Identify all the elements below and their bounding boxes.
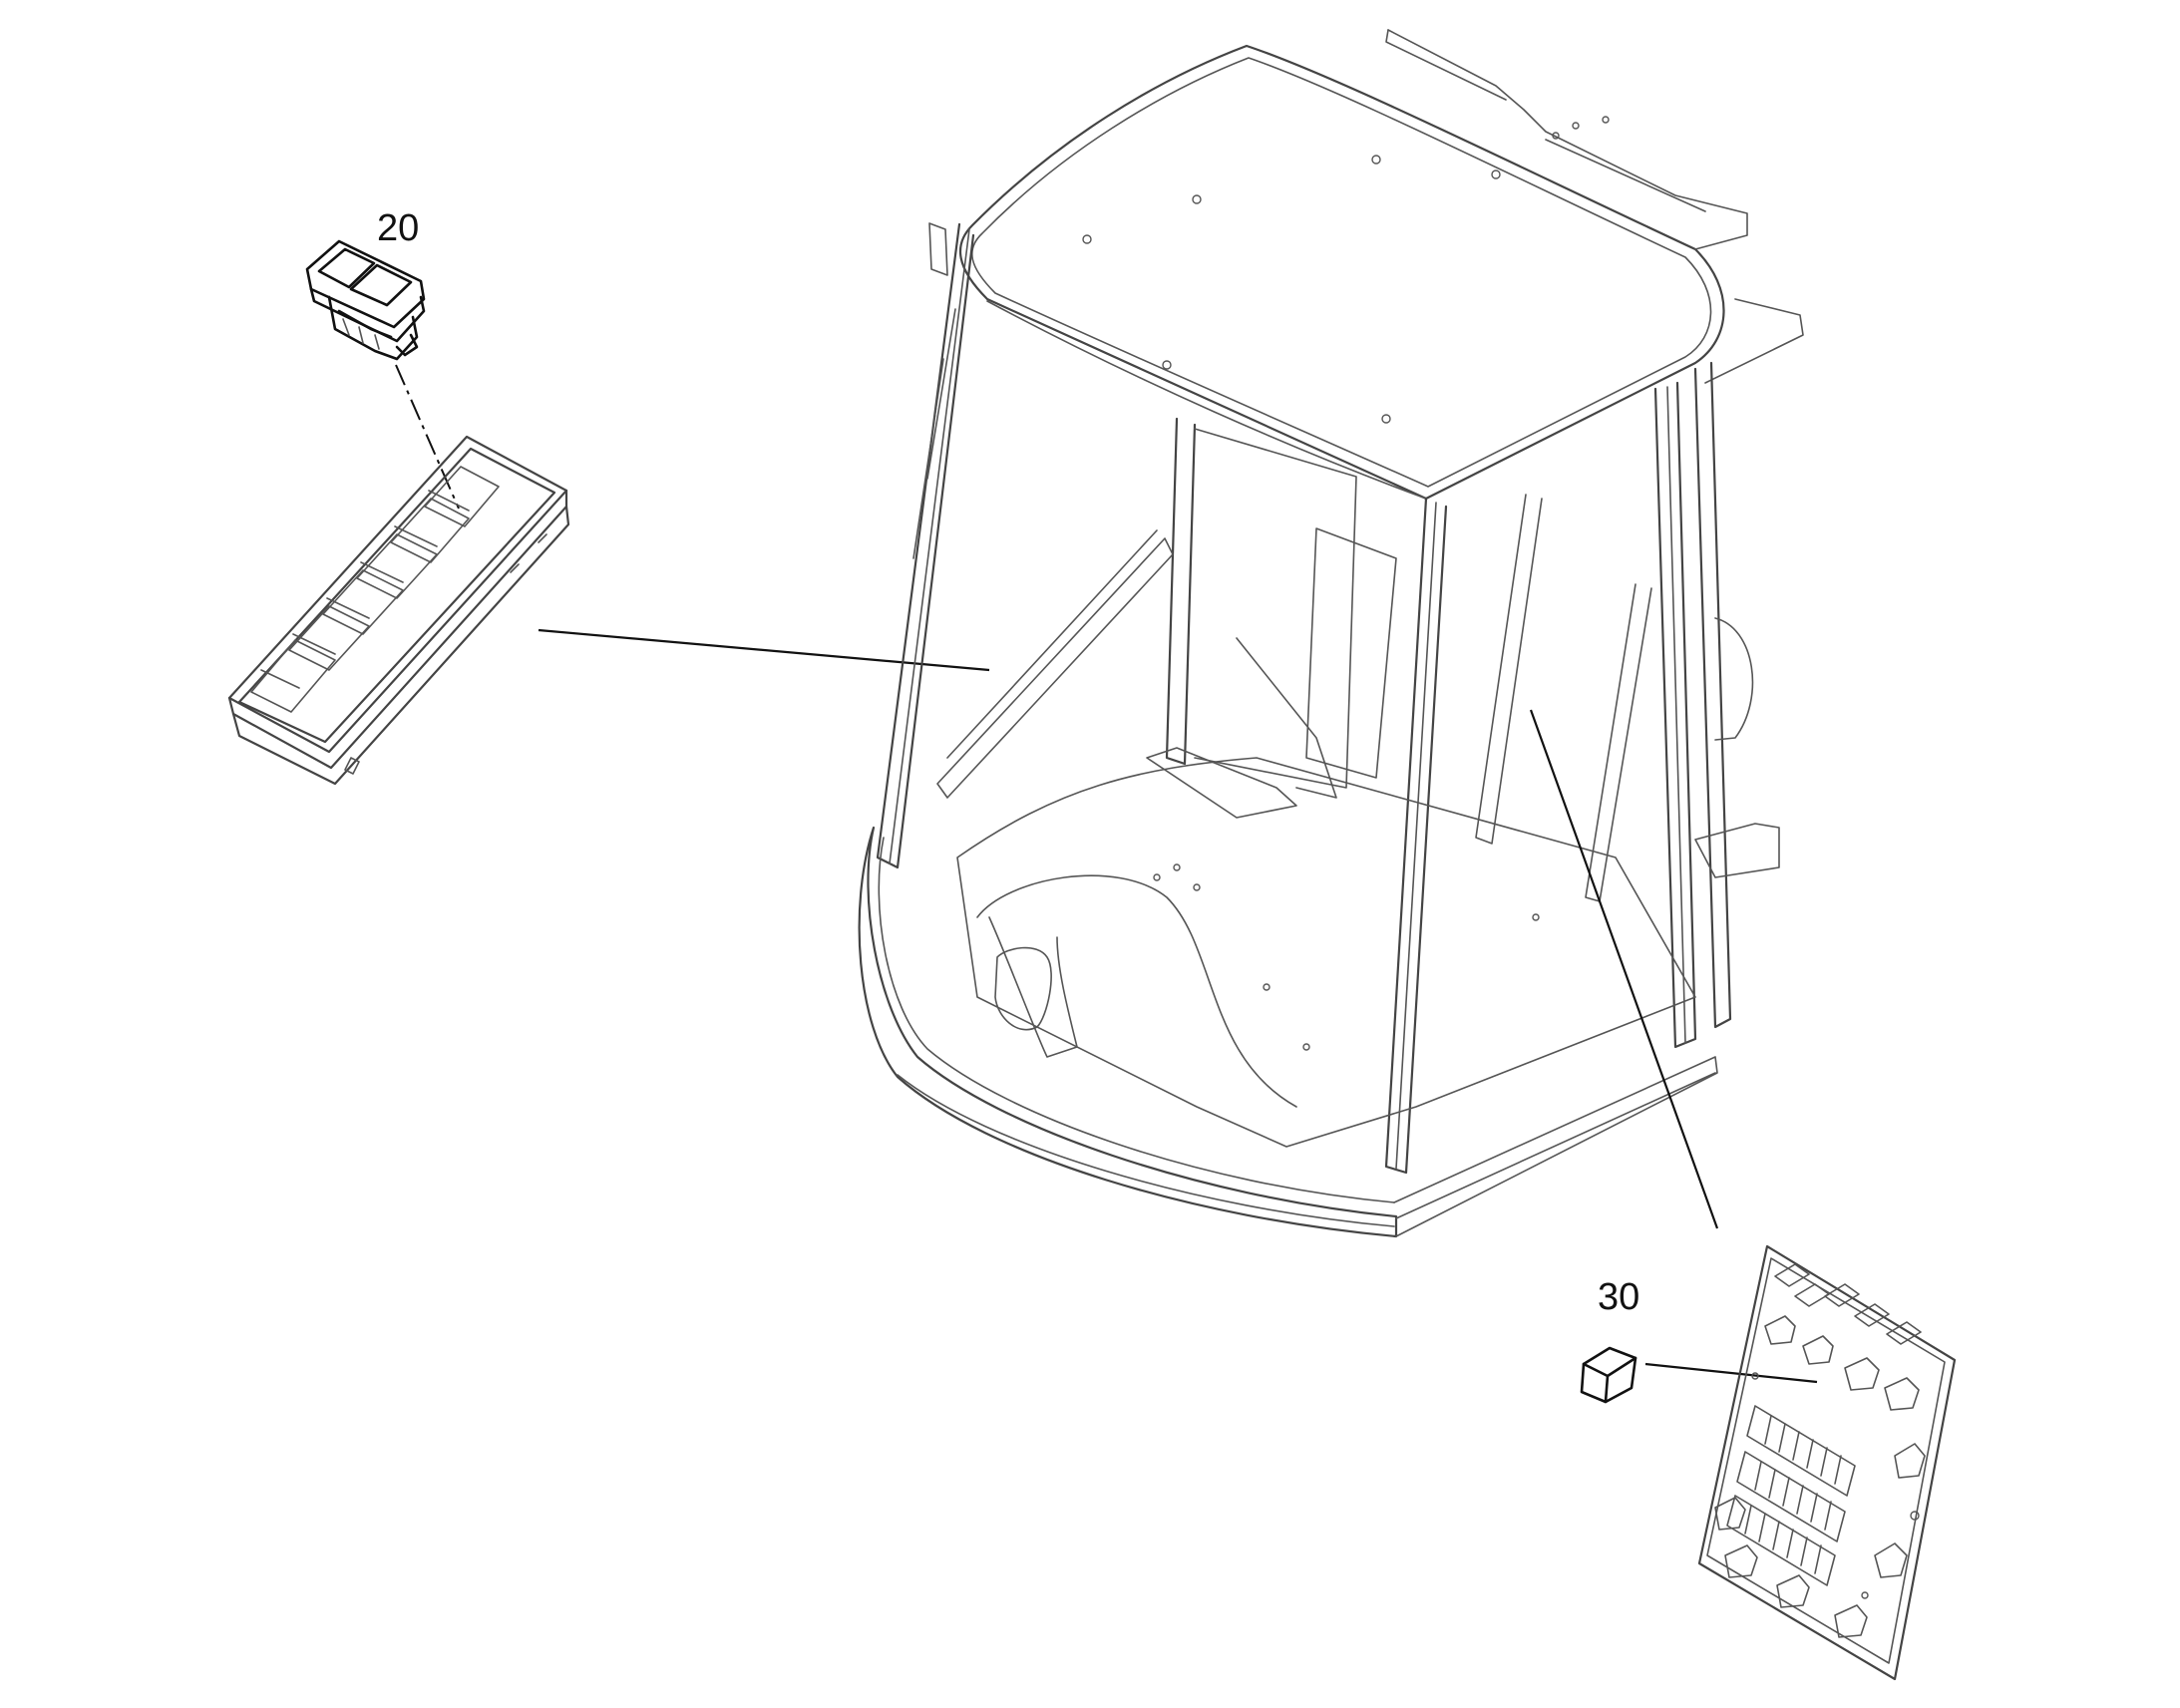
- assembly-dashed-line: [395, 364, 460, 510]
- fuse: [1580, 1346, 1637, 1404]
- callout-label-30: 30: [1598, 1276, 1640, 1318]
- operator-cab: [858, 29, 1804, 1238]
- leader-line-fuse: [1644, 1362, 1818, 1384]
- switch-panel: [227, 435, 570, 786]
- rocker-switch: [305, 239, 426, 361]
- callout-label-20: 20: [377, 207, 420, 249]
- fuse-relay-board: [1697, 1244, 1957, 1681]
- leader-line-board: [1529, 709, 1719, 1229]
